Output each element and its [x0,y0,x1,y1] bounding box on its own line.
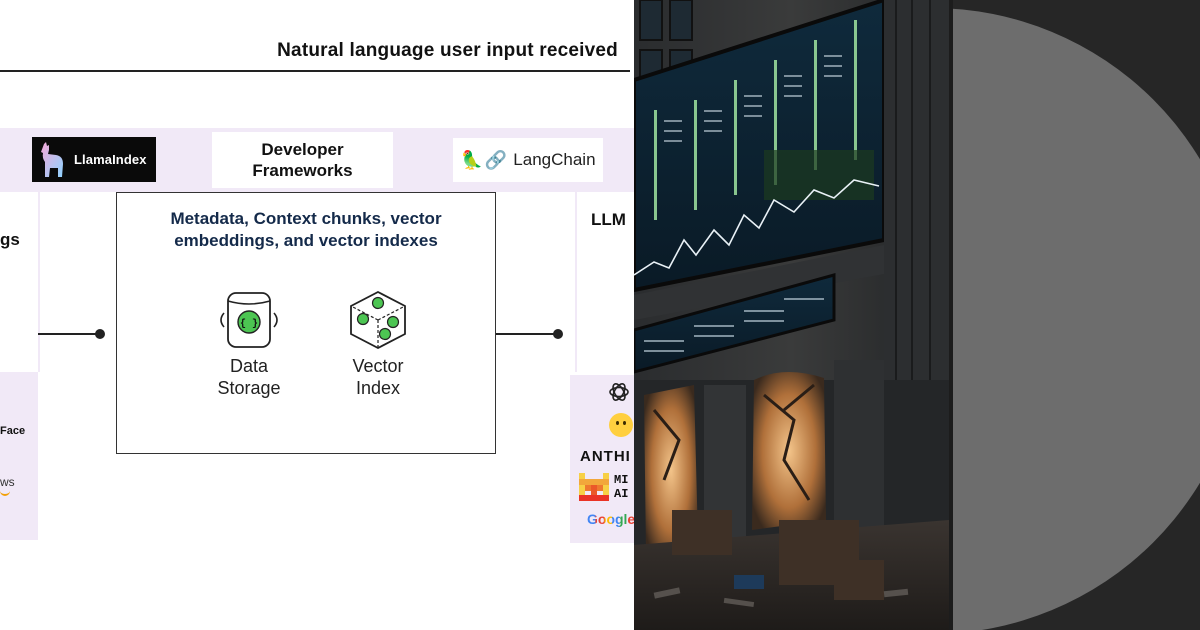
left-connector-dot [95,329,105,339]
openai-icon [609,383,629,401]
anthropic-fragment: ANTHI [580,448,631,465]
huggingface-fragment: Face [0,425,26,437]
ruined-stock-exchange-image [634,0,949,630]
data-storage-icon: { } [220,292,278,348]
aws-smile-icon [0,488,10,496]
vector-index-icon [350,290,406,350]
right-connector-dot [553,329,563,339]
mistral-icon [579,473,609,501]
stock-exchange-photo [634,0,949,630]
panel-divider [949,0,953,630]
llamaindex-label: LlamaIndex [74,152,147,167]
developer-frameworks-title: Developer Frameworks [212,132,393,188]
right-connector [496,333,558,335]
parrot-icon: 🦜 [460,150,483,170]
huggingface-icon [609,413,633,437]
llm-heading-fragment: LLM [591,210,626,229]
header-text: Natural language user input received [277,40,618,61]
left-heading-fragment: gs [0,230,20,249]
mistral-fragment: MI AI [614,473,629,501]
langchain-label: LangChain [513,150,596,169]
disc-panel [949,0,1200,630]
llama-icon [41,141,63,177]
langchain-logo: 🦜 🔗 LangChain [453,138,603,182]
left-connector [38,333,100,335]
aws-fragment: ws [0,475,15,489]
context-box: Metadata, Context chunks, vector embeddi… [116,192,496,454]
vector-index-item: Vector Index [323,289,433,399]
google-fragment: Google [587,511,634,527]
header-rule [0,70,630,72]
link-icon: 🔗 [484,150,508,170]
right-column-lower [570,375,634,543]
data-storage-label: Data Storage [217,356,281,398]
context-box-title: Metadata, Context chunks, vector embeddi… [170,209,442,250]
google-wordmark: Google [587,511,634,527]
left-column-upper [0,192,40,372]
left-column-lower [0,372,38,540]
vector-index-label: Vector Index [352,356,404,398]
gray-disc [949,8,1200,630]
right-column-upper [575,192,634,372]
llamaindex-logo: LlamaIndex [32,137,156,182]
svg-text:{ }: { } [240,318,258,330]
data-storage-item: { } Data Storage [194,289,304,399]
rag-diagram: Natural language user input received Lla… [0,40,634,543]
